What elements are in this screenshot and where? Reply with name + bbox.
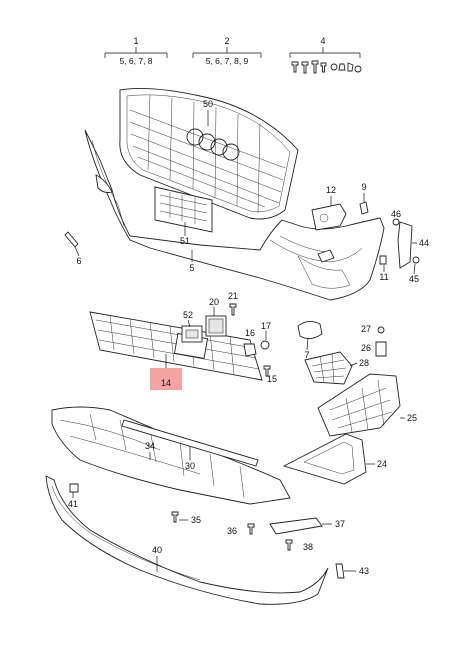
callout-21: 21 bbox=[228, 291, 238, 301]
group-2-refs: 5, 6, 7, 8, 9 bbox=[206, 56, 249, 66]
screw-part-35 bbox=[171, 511, 179, 523]
callout-11: 11 bbox=[379, 272, 388, 282]
bracket-part-20 bbox=[205, 315, 227, 337]
clip-part-27 bbox=[377, 326, 385, 334]
callout-15: 15 bbox=[267, 374, 277, 384]
side-grille-part-25 bbox=[317, 373, 401, 437]
callout-24: 24 bbox=[377, 459, 387, 469]
callout-38: 38 bbox=[303, 542, 313, 552]
callout-25: 25 bbox=[407, 413, 417, 423]
callout-34: 34 bbox=[145, 441, 155, 451]
header-group-4: 4 bbox=[289, 36, 362, 74]
callout-14-highlight: 14 bbox=[150, 354, 182, 390]
header-group-2: 2 5, 6, 7, 8, 9 bbox=[192, 36, 262, 66]
callout-44: 44 bbox=[419, 238, 429, 248]
callout-36: 36 bbox=[227, 526, 237, 536]
callout-51: 51 bbox=[180, 236, 190, 246]
callout-14: 14 bbox=[161, 378, 171, 388]
header-group-1: 1 5, 6, 7, 8 bbox=[104, 36, 168, 66]
group-1-refs: 5, 6, 7, 8 bbox=[119, 56, 152, 66]
screw-part-38 bbox=[285, 539, 293, 551]
callout-26: 26 bbox=[361, 343, 371, 353]
callout-43: 43 bbox=[359, 566, 369, 576]
trim-clip-part-6 bbox=[64, 231, 79, 248]
callout-30: 30 bbox=[185, 461, 195, 471]
bracket-part-26 bbox=[375, 341, 387, 357]
callout-40: 40 bbox=[152, 545, 162, 555]
lower-cover-part-34 bbox=[51, 406, 291, 505]
callout-27: 27 bbox=[361, 324, 371, 334]
side-bracket-part-44 bbox=[379, 218, 420, 269]
tow-cap-part-7 bbox=[297, 321, 323, 339]
callout-9: 9 bbox=[361, 182, 366, 192]
clip-part-16 bbox=[243, 343, 257, 357]
trim-strip-part-30 bbox=[121, 419, 259, 467]
fastener-set-icon bbox=[291, 60, 362, 74]
clip-part-41 bbox=[69, 483, 79, 493]
screw-part-21 bbox=[229, 303, 237, 316]
callout-52: 52 bbox=[183, 310, 193, 320]
callout-12: 12 bbox=[326, 185, 336, 195]
callout-16: 16 bbox=[245, 328, 255, 338]
bracket-part-43 bbox=[335, 563, 345, 579]
plate-holder-part-51 bbox=[154, 186, 213, 233]
callout-46: 46 bbox=[391, 209, 401, 219]
callout-28: 28 bbox=[359, 358, 369, 368]
callout-6: 6 bbox=[76, 256, 81, 266]
callout-20: 20 bbox=[209, 297, 219, 307]
group-2-number: 2 bbox=[224, 36, 229, 46]
callout-7: 7 bbox=[304, 350, 309, 360]
spoiler-part-40 bbox=[45, 475, 329, 605]
clip-part-9 bbox=[359, 201, 369, 215]
screw-part-15 bbox=[263, 365, 271, 377]
callout-41: 41 bbox=[68, 499, 78, 509]
callout-37: 37 bbox=[335, 519, 345, 529]
trim-frame-part-24 bbox=[282, 433, 367, 485]
callout-5: 5 bbox=[189, 263, 194, 273]
screw-part-36 bbox=[247, 523, 255, 535]
grille-part-50 bbox=[119, 87, 299, 220]
nut-part-17 bbox=[260, 340, 270, 350]
group-4-number: 4 bbox=[320, 36, 325, 46]
bracket-part-12 bbox=[311, 203, 347, 231]
sensor-part-52 bbox=[181, 325, 203, 343]
callout-50: 50 bbox=[203, 99, 213, 109]
bumper-cover-part-5 bbox=[84, 129, 385, 301]
callout-35: 35 bbox=[191, 515, 201, 525]
trim-part-37 bbox=[269, 517, 323, 535]
callout-17: 17 bbox=[261, 321, 271, 331]
side-grille-part-28 bbox=[304, 351, 353, 385]
callout-45: 45 bbox=[409, 274, 419, 284]
group-1-number: 1 bbox=[133, 36, 138, 46]
